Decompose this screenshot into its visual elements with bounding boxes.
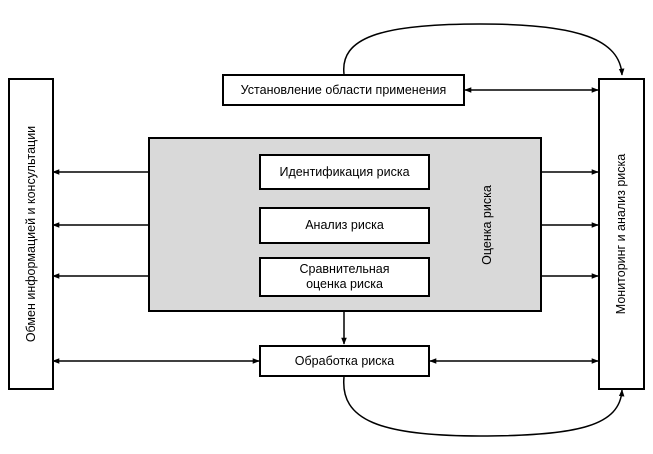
identification-box: Идентификация риска (259, 154, 430, 190)
monitoring-box (598, 78, 645, 390)
risk-assessment-label: Оценка риска (480, 185, 494, 265)
analysis-box: Анализ риска (259, 207, 430, 244)
curve-scope-monitoring (343, 23, 625, 76)
communication-label: Обмен информацией и консультации (24, 125, 38, 343)
scope-box: Установление области применения (222, 74, 465, 106)
treatment-box: Обработка риска (259, 345, 430, 377)
evaluation-box: Сравнительная оценка риска (259, 257, 430, 297)
communication-box (8, 78, 54, 390)
curve-treatment-monitoring (343, 376, 625, 437)
monitoring-label: Мониторинг и анализ риска (614, 153, 628, 315)
